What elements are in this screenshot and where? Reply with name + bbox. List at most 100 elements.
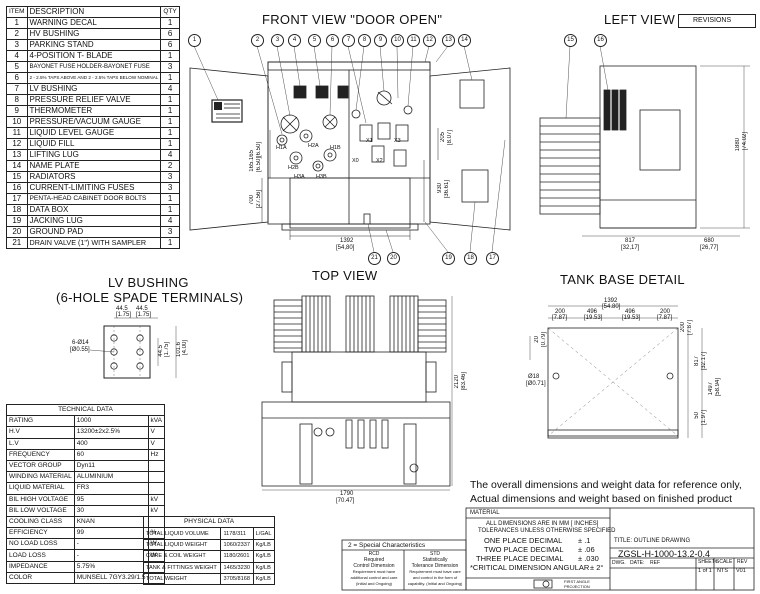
dim-base-f-in: [32.17] [701,352,707,371]
std-block: STD Statistically Tolerance Dimension Re… [405,551,465,587]
phys-unit: Kg/LB [252,538,276,552]
dim-top-width-in: [70.47] [336,498,355,504]
one-place-value: ± .1 [578,536,591,545]
note-line-1: The overall dimensions and weight data f… [470,479,742,491]
callout-12: 12 [423,34,436,47]
tech-value: KNAN [73,515,149,529]
top-view-drawing [261,295,453,491]
top-radiators-upper [301,295,419,353]
phys-param: TOTAL LIQUID WEIGHT [142,538,222,552]
part-item-number: 21 [6,237,28,249]
tech-unit [147,471,165,484]
tech-param: RATING [6,415,75,428]
dim-left-w2-in: [26,77] [700,245,719,251]
phys-value: 3705/8168 [220,572,254,586]
callout-19: 19 [442,252,455,265]
rcd-text-2: Control Dimension [353,562,395,569]
label-h2a: H2A [308,143,319,149]
sheet-label: SHEET# [698,559,718,565]
tech-param: LIQUID MATERIAL [6,482,75,495]
rcd-text-1: Required [363,556,385,563]
label-h2b: H2B [288,165,299,171]
callout-2: 2 [251,34,264,47]
tech-value: 60 [73,448,149,461]
tech-unit: V [147,426,165,439]
dim-left-w2: 680 [704,238,715,244]
std-text-1: Statistically [422,556,448,563]
label-h3a: H3A [294,174,305,180]
data-box [461,169,489,203]
dim-lv-a: 44.5 [116,306,128,312]
dim-base-c-in: [19.53] [622,315,641,321]
lv-bushing-detail [89,317,177,379]
callout-21: 21 [368,252,381,265]
dim-base-h-in: [1.97] [701,410,707,426]
front-leader-lines [193,45,506,253]
tech-value: - [73,538,149,551]
dim-base-e-in: [0.79] [541,332,547,348]
revisions-box: REVISIONS [678,14,756,28]
dim-base-d-in: [7.87] [657,315,673,321]
tank-base-title: TANK BASE DETAIL [560,272,685,287]
tech-param: NO LOAD LOSS [6,538,75,551]
callout-1: 1 [188,34,201,47]
tech-value: 95 [73,493,149,506]
scale-value: NTS [717,568,728,574]
dim-base-a-in: [7.87] [552,315,568,321]
dim-base-g: 1497 [708,382,714,396]
tech-param: WINDING MATERIAL [6,471,75,484]
phys-unit: Kg/LB [252,572,276,586]
dim-lv-hole-in: [Ø0.55] [70,347,90,353]
dim-base-a: 200 [555,309,566,315]
hv-bushings [276,114,338,172]
tank-base-drawing [529,305,703,439]
dim-left-height-in: [74.02] [742,132,748,151]
std-text-5: capability. (Initial and Ongoing) [407,580,463,586]
name-plate [459,79,485,109]
units-text: ALL DIMENSIONS ARE IN MM [ INCHES] [486,521,599,527]
current-limiting-fuses [603,89,627,131]
phys-value: 1180/2601 [220,550,254,563]
callout-5: 5 [308,34,321,47]
one-place-label: ONE PLACE DECIMAL [484,536,563,545]
dim-lv-a-in: [1.75] [116,312,132,318]
tech-param: L.V [6,437,75,450]
phys-param: CORE & COIL WEIGHT [142,550,222,563]
tech-param: H.V [6,426,75,439]
front-view-drawing [189,45,511,253]
dim-lv-b-in: [1.75] [136,312,152,318]
dim-base-side-in: [7.87] [687,320,693,336]
front-view-title: FRONT VIEW "DOOR OPEN" [262,12,443,27]
tech-value: 5.75% [73,560,149,573]
callout-14: 14 [458,34,471,47]
tech-unit: V [147,437,165,450]
dim-front-h2-in: [27.56] [256,190,262,209]
three-place-value: ± .030 [578,554,599,563]
callout-3: 3 [271,34,284,47]
dim-base-b-in: [19.53] [584,315,603,321]
note-line-2: Actual dimensions and weight based on fi… [470,493,733,505]
phys-unit: L/GAL [252,527,276,540]
part-description: DRAIN VALVE (1") WITH SAMPLER [26,237,162,249]
tech-param: COLOR [6,571,75,585]
part-quantity: 3 [160,226,180,238]
tech-value: ALUMINIUM [73,471,149,484]
label-x2: X2 [376,158,383,164]
left-radiators [539,117,601,215]
tech-unit: kVA [147,415,165,428]
top-bushings [313,419,419,473]
part-quantity: 1 [160,72,180,84]
